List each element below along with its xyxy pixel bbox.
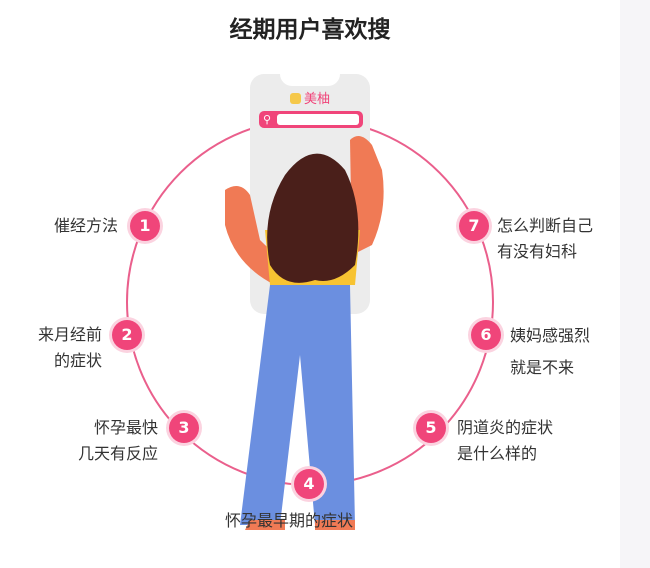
search-input[interactable] <box>277 114 359 125</box>
search-icon: ⚲ <box>263 113 272 126</box>
marker-3: 3 <box>169 413 199 443</box>
marker-1: 1 <box>130 211 160 241</box>
app-brand: 美柚 <box>290 88 330 107</box>
side-panel <box>620 0 650 568</box>
label-3: 怀孕最快几天有反应 <box>77 418 158 463</box>
marker-7: 7 <box>459 211 489 241</box>
marker-5: 5 <box>416 413 446 443</box>
label-4: 怀孕最早期的症状 <box>225 511 354 530</box>
label-6: 姨妈感强烈就是不来 <box>510 326 591 377</box>
marker-6: 6 <box>471 320 501 350</box>
label-7: 怎么判断自己有没有妇科 <box>497 216 594 261</box>
feet <box>245 520 355 530</box>
search-bar[interactable]: ⚲ <box>259 111 363 128</box>
marker-4: 4 <box>294 469 324 499</box>
label-5: 阴道炎的症状是什么样的 <box>457 418 554 463</box>
phone-notch <box>280 74 340 86</box>
hair <box>267 153 359 283</box>
app-logo-icon <box>290 93 301 104</box>
marker-2: 2 <box>112 320 142 350</box>
jeans <box>240 285 355 525</box>
label-1: 催经方法 <box>53 216 118 235</box>
label-2: 来月经前的症状 <box>37 325 102 370</box>
page-title: 经期用户喜欢搜 <box>229 17 391 43</box>
raised-arm <box>350 136 384 255</box>
